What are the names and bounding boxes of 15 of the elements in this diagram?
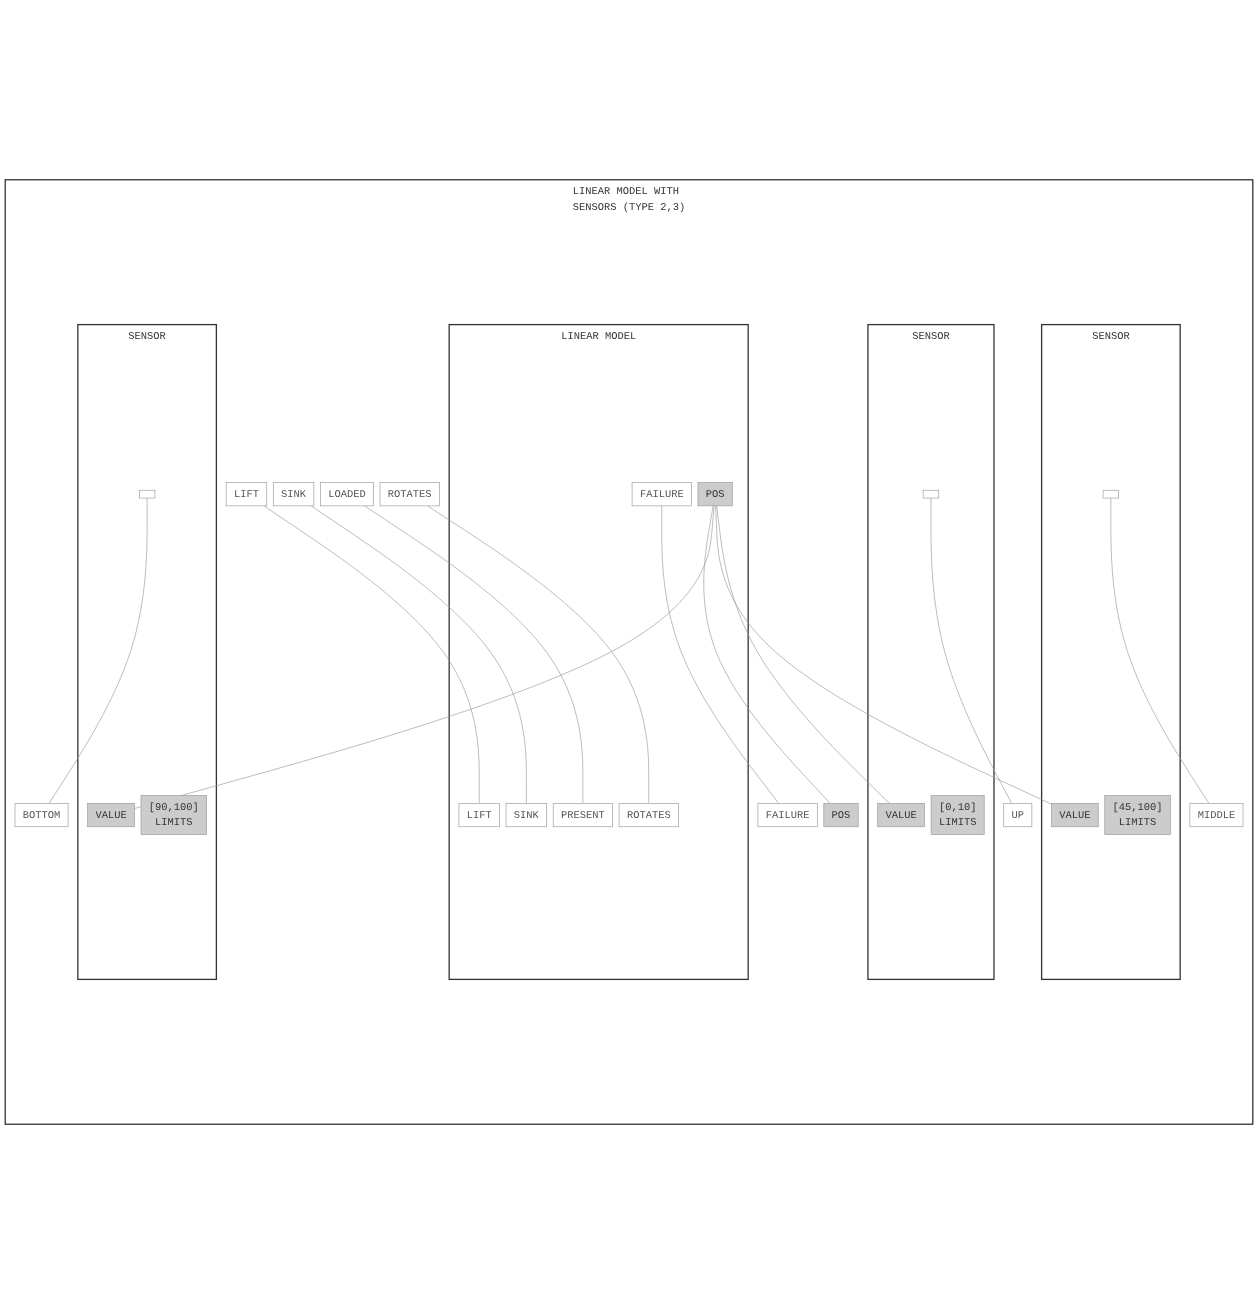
connector — [364, 505, 584, 804]
connector — [716, 505, 890, 804]
connector — [427, 505, 650, 804]
connector — [48, 497, 148, 804]
connector — [703, 505, 831, 804]
connector — [661, 505, 779, 804]
connector — [1110, 497, 1210, 804]
connector — [715, 505, 1052, 805]
connector — [930, 497, 1012, 804]
node-box — [139, 489, 156, 499]
connector — [263, 505, 480, 804]
connector — [310, 505, 527, 804]
node-box — [922, 489, 940, 499]
connector — [134, 505, 715, 809]
node-box — [1102, 489, 1119, 499]
